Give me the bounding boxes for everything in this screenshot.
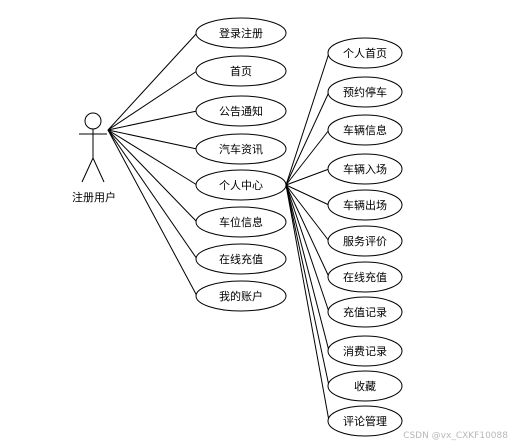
use-case-label: 评论管理	[343, 414, 387, 428]
association-center-c-vehicle	[285, 129, 330, 186]
association-actor-recharge	[107, 129, 198, 260]
use-case-ellipse	[195, 206, 287, 238]
use-case-label: 预约停车	[343, 85, 387, 99]
use-case-ellipse	[327, 189, 403, 221]
use-case-c-out: 车辆出场	[327, 189, 403, 221]
association-center-c-home	[285, 52, 330, 186]
association-center-c-reserve	[285, 91, 330, 186]
use-case-ellipse	[327, 76, 403, 108]
use-case-ellipse	[327, 114, 403, 146]
use-case-label: 公告通知	[219, 104, 263, 118]
association-actor-news	[107, 129, 198, 150]
use-case-login: 登录注册	[195, 17, 287, 49]
use-case-ellipse	[327, 335, 403, 367]
use-case-ellipse	[195, 243, 287, 275]
association-actor-center	[107, 129, 198, 186]
use-case-ellipse	[327, 296, 403, 328]
use-case-c-vehicle: 车辆信息	[327, 114, 403, 146]
association-actor-home	[107, 70, 198, 131]
use-case-news: 汽车资讯	[195, 133, 287, 165]
use-case-label: 个人中心	[219, 179, 263, 192]
use-case-ellipse	[327, 225, 403, 257]
use-case-c-rec-log: 充值记录	[327, 296, 403, 328]
association-actor-notice	[107, 110, 198, 131]
use-case-c-in: 车辆入场	[327, 153, 403, 185]
use-case-label: 登录注册	[219, 26, 263, 40]
use-case-label: 服务评价	[343, 235, 387, 248]
use-case-ellipse	[327, 370, 403, 402]
use-case-notice: 公告通知	[195, 95, 287, 127]
use-case-ellipse	[195, 95, 287, 127]
use-case-ellipse	[195, 55, 287, 87]
use-case-ellipse	[195, 169, 287, 201]
use-case-label: 车辆信息	[343, 123, 387, 137]
use-case-home: 首页	[195, 55, 287, 87]
actor-label: 注册用户	[72, 190, 116, 204]
watermark: CSDN @vx_CXKF10088	[403, 431, 508, 441]
use-case-label: 首页	[230, 64, 252, 78]
use-case-ellipse	[195, 280, 287, 312]
association-center-c-out	[285, 184, 330, 206]
use-case-label: 充值记录	[343, 305, 387, 319]
association-center-c-in	[285, 168, 330, 186]
actor-figure	[79, 112, 107, 183]
use-case-ellipse	[327, 405, 403, 437]
use-case-ellipse	[195, 133, 287, 165]
association-center-c-comment	[285, 184, 330, 422]
use-case-c-home: 个人首页	[327, 37, 403, 69]
use-case-label: 收藏	[354, 379, 376, 393]
use-case-ellipse	[327, 37, 403, 69]
association-lines	[107, 32, 330, 422]
association-center-c-fav	[285, 184, 330, 387]
use-case-label: 汽车资讯	[219, 142, 263, 156]
use-case-c-fav: 收藏	[327, 370, 403, 402]
use-case-space: 车位信息	[195, 206, 287, 238]
use-case-c-comment: 评论管理	[327, 405, 403, 437]
use-case-c-review: 服务评价	[327, 225, 403, 257]
use-case-recharge: 在线充值	[195, 243, 287, 275]
actor-left-leg	[81, 157, 94, 183]
use-case-ellipse	[195, 17, 287, 49]
association-center-c-spend-log	[285, 184, 330, 352]
use-case-label: 车辆出场	[343, 198, 387, 212]
use-case-label: 个人首页	[343, 46, 387, 60]
association-actor-login	[107, 32, 198, 131]
actor-head	[84, 112, 102, 130]
association-center-c-recharge	[285, 184, 330, 278]
use-case-label: 车辆入场	[343, 162, 387, 176]
association-actor-space	[107, 129, 198, 223]
association-center-c-review	[285, 184, 330, 242]
use-case-c-recharge: 在线充值	[327, 261, 403, 293]
use-case-center: 个人中心	[195, 169, 287, 201]
use-case-ellipse	[327, 153, 403, 185]
association-actor-account	[107, 129, 198, 297]
use-case-label: 在线充值	[343, 270, 387, 284]
use-case-account: 我的账户	[195, 280, 287, 312]
actor-right-leg	[92, 157, 105, 183]
use-case-label: 我的账户	[219, 289, 263, 303]
use-case-label: 车位信息	[219, 215, 263, 229]
use-case-ellipse	[327, 261, 403, 293]
use-case-c-spend-log: 消费记录	[327, 335, 403, 367]
use-case-c-reserve: 预约停车	[327, 76, 403, 108]
use-case-label: 在线充值	[219, 252, 263, 266]
association-center-c-rec-log	[285, 184, 330, 313]
use-case-label: 消费记录	[343, 344, 387, 358]
